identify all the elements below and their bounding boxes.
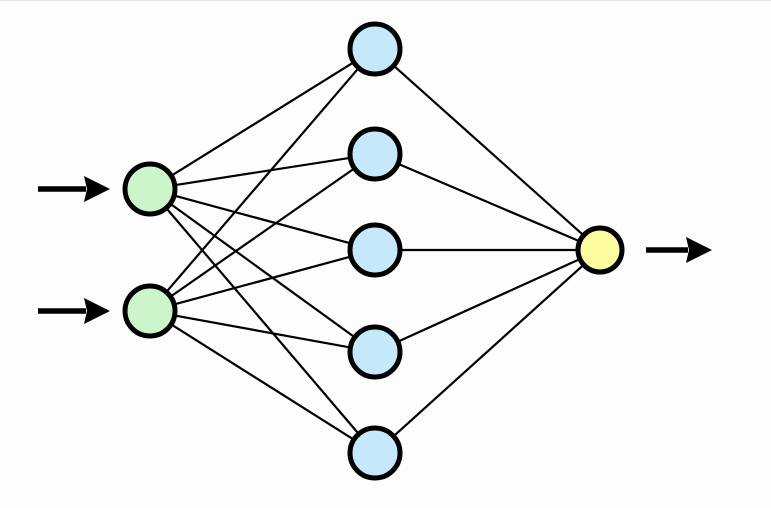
node-i1-input[interactable] <box>122 161 178 217</box>
output-arrow-head <box>686 237 712 263</box>
input-arrow-bottom-head <box>84 298 110 324</box>
edge-h2-o1 <box>395 162 582 243</box>
edge-i1-h1 <box>169 60 356 178</box>
node-h1-hidden[interactable] <box>347 21 403 77</box>
arrow-group <box>38 176 712 324</box>
node-h5-hidden[interactable] <box>347 425 403 481</box>
edge-group <box>164 60 586 442</box>
node-i2-input[interactable] <box>122 283 178 339</box>
edge-i1-h4 <box>168 201 357 340</box>
edge-i1-h3 <box>172 194 353 245</box>
node-group <box>122 21 625 481</box>
node-h3-hidden[interactable] <box>347 222 403 278</box>
edge-i2-h2 <box>168 166 357 299</box>
node-h2-hidden[interactable] <box>347 126 403 182</box>
edge-i2-h1 <box>164 66 361 294</box>
node-o1-output[interactable] <box>575 225 625 275</box>
edge-i1-h5 <box>164 206 361 436</box>
edge-i2-h5 <box>169 322 356 442</box>
input-arrow-top-head <box>84 176 110 202</box>
edge-h5-o1 <box>391 262 586 439</box>
edge-h1-o1 <box>391 63 586 238</box>
edge-i2-h4 <box>172 314 353 349</box>
edge-h4-o1 <box>395 257 582 344</box>
edge-i2-h3 <box>172 255 353 306</box>
edge-i1-h2 <box>172 156 353 187</box>
node-h4-hidden[interactable] <box>347 324 403 380</box>
